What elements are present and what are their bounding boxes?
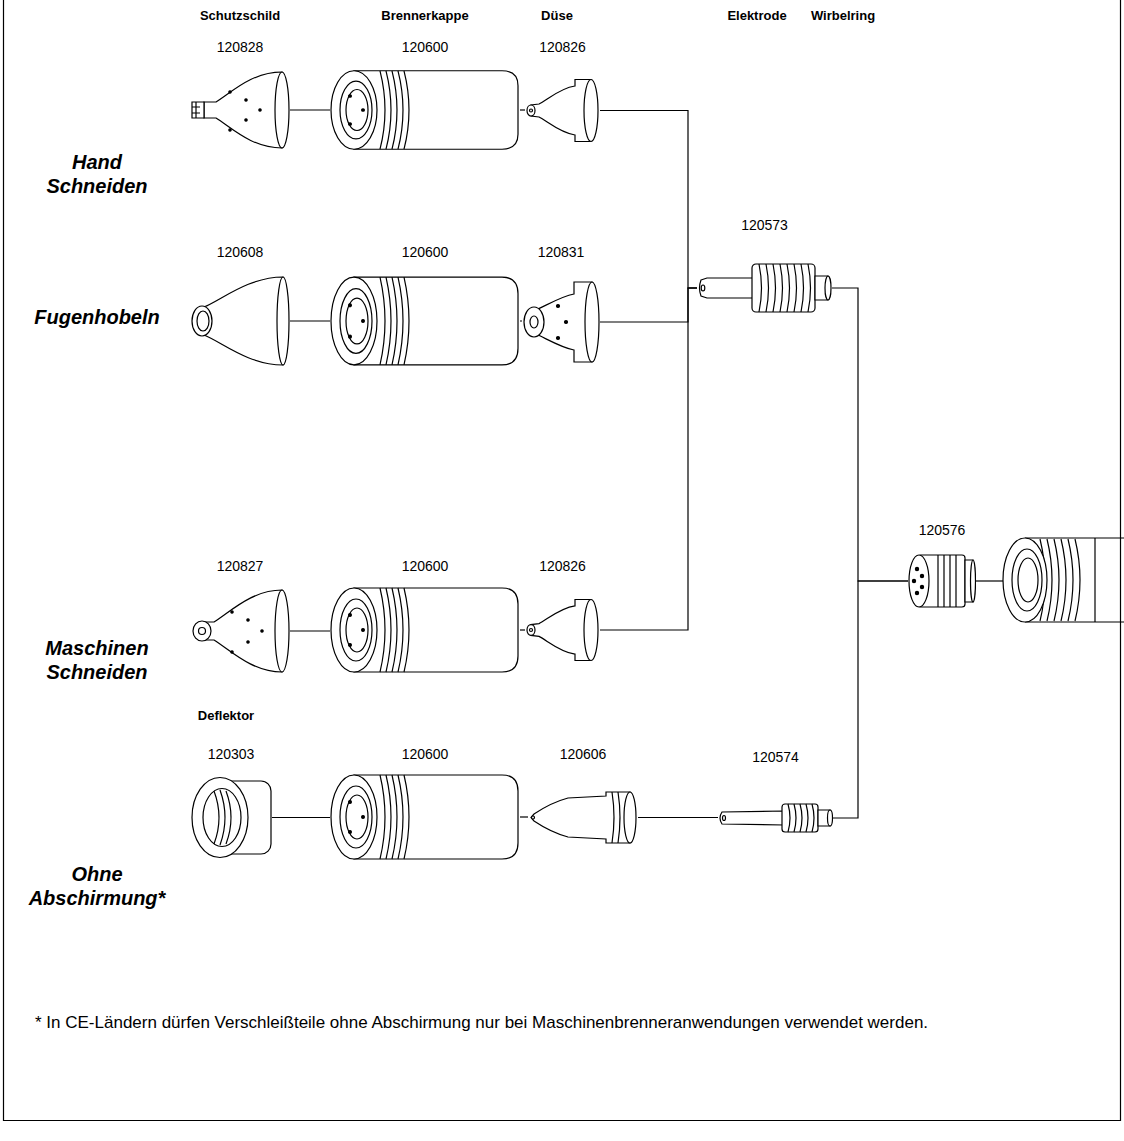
part-number: 120827 (217, 557, 264, 575)
part-drawing (331, 775, 518, 859)
part-node: 120574 (718, 748, 833, 836)
drawing-part (1012, 549, 1042, 611)
connector-line (832, 288, 908, 581)
part-drawing (527, 599, 598, 660)
part-node: 120826 (525, 38, 600, 143)
part-number: 120600 (402, 38, 449, 56)
part-number: 120600 (402, 557, 449, 575)
part-number: 120831 (538, 243, 585, 261)
part-drawing (331, 71, 518, 149)
connector-line (833, 581, 908, 818)
part-drawing (524, 282, 599, 362)
part-number: 120576 (919, 521, 966, 539)
part-number: 120303 (208, 745, 255, 763)
part-number: 120573 (741, 216, 788, 234)
connector-line (290, 320, 330, 321)
part-node: 120573 (697, 216, 832, 314)
part-illustration (190, 275, 290, 367)
part-illustration (718, 800, 833, 836)
part-drawing (192, 277, 289, 365)
part-illustration (330, 274, 520, 368)
part-number: 120600 (402, 745, 449, 763)
part-illustration (522, 280, 600, 364)
part-illustration (190, 70, 290, 150)
part-illustration (528, 790, 638, 845)
connector-line (600, 288, 697, 322)
column-header: Elektrode (727, 8, 786, 24)
part-illustration (190, 588, 290, 674)
connector-line (638, 817, 718, 818)
part-illustration (525, 78, 600, 143)
connector-line (520, 320, 522, 321)
part-illustration (330, 68, 520, 152)
part-illustration (525, 598, 600, 662)
part-number: 120826 (539, 38, 586, 56)
part-node: 120831 (522, 243, 600, 364)
row-label: Fugenhobeln (34, 305, 160, 329)
part-drawing (909, 555, 976, 607)
part-drawing (193, 590, 289, 672)
part-node: 120827 (190, 557, 290, 674)
connector-line (290, 109, 330, 110)
part-drawing (331, 277, 518, 365)
drawing-part (1018, 558, 1038, 602)
drawing-part (4, 0, 1121, 1121)
row-label: Ohne Abschirmung* (29, 862, 166, 910)
connector-line (600, 111, 697, 289)
part-drawing (192, 778, 271, 858)
part-number: 120828 (217, 38, 264, 56)
part-drawing (720, 804, 833, 832)
part-node: 120826 (525, 557, 600, 662)
part-illustration (908, 552, 976, 610)
part-drawing (192, 72, 289, 148)
column-header: Deflektor (198, 708, 254, 724)
part-node: 120600 (330, 557, 520, 675)
part-drawing (331, 588, 518, 672)
column-header: Düse (541, 8, 573, 24)
part-node: 120303 (190, 745, 272, 860)
part-number: 120826 (539, 557, 586, 575)
part-drawing (700, 264, 832, 312)
part-number: 120600 (402, 243, 449, 261)
part-drawing (531, 792, 636, 843)
part-node: 120606 (528, 745, 638, 845)
part-illustration (330, 772, 520, 862)
part-node: 120608 (190, 243, 290, 367)
leader-line (976, 580, 1003, 581)
column-header: Brennerkappe (381, 8, 468, 24)
connector-line (600, 288, 697, 630)
part-node: 120576 (908, 521, 976, 610)
connector-line (520, 629, 525, 630)
part-number: 120574 (752, 748, 799, 766)
connector-line (520, 109, 525, 110)
column-header: Schutzschild (200, 8, 280, 24)
connector-line (290, 630, 330, 631)
part-number: 120608 (217, 243, 264, 261)
connector-line (272, 817, 330, 818)
drawing-part (1094, 538, 1095, 622)
part-illustration (697, 262, 832, 314)
part-illustration (190, 775, 272, 860)
frame (4, 0, 1121, 1121)
part-number: 120606 (560, 745, 607, 763)
drawing-part (1003, 538, 1047, 622)
connector-line (520, 816, 528, 817)
part-node: 120828 (190, 38, 290, 150)
part-node: 120600 (330, 38, 520, 152)
part-drawing (527, 80, 598, 142)
column-header: Wirbelring (811, 8, 875, 24)
part-node: 120600 (330, 745, 520, 862)
footnote: * In CE-Ländern dürfen Verschleißteile o… (35, 1012, 1105, 1034)
torch-head (1003, 538, 1124, 622)
row-label: Maschinen Schneiden (45, 636, 148, 684)
part-node: 120600 (330, 243, 520, 368)
row-label: Hand Schneiden (46, 150, 147, 198)
part-illustration (330, 585, 520, 675)
